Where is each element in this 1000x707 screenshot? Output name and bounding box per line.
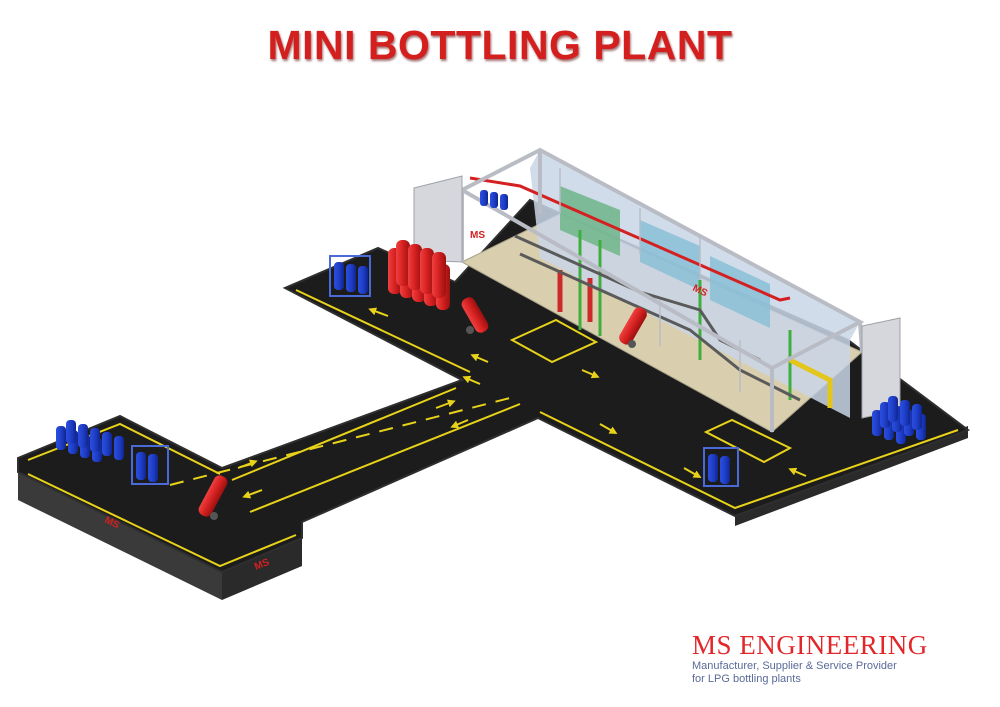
red-cylinder-trolley bbox=[198, 475, 228, 520]
blue-cylinder-cage bbox=[329, 255, 371, 297]
direction-arrow bbox=[683, 467, 702, 478]
lane-line bbox=[231, 387, 457, 481]
platform-side bbox=[18, 470, 222, 600]
direction-arrow bbox=[788, 467, 807, 477]
center-dashed-line bbox=[169, 397, 511, 486]
filling-rail bbox=[519, 252, 801, 402]
page-title: MINI BOTTLING PLANT bbox=[267, 22, 733, 68]
red-cylinder-stack bbox=[388, 240, 450, 310]
direction-arrow bbox=[368, 307, 389, 317]
brand-tagline-line2: for LPG bottling plants bbox=[692, 673, 801, 685]
red-cylinder-trolley bbox=[461, 297, 489, 334]
lane-line bbox=[27, 473, 297, 568]
container-frame bbox=[559, 168, 701, 280]
parking-box bbox=[509, 318, 599, 364]
ms-logo: MS bbox=[470, 230, 485, 241]
parking-box bbox=[703, 418, 793, 464]
lane-line bbox=[295, 289, 471, 373]
blue-cylinder-cluster bbox=[872, 396, 926, 444]
lane-line bbox=[249, 403, 521, 513]
red-cylinder-trolley bbox=[619, 307, 647, 348]
blue-cylinder-cage bbox=[131, 445, 169, 485]
brand-tagline-line1: Manufacturer, Supplier & Service Provide… bbox=[692, 660, 897, 672]
blue-cylinder-cage bbox=[703, 447, 739, 487]
direction-arrow bbox=[581, 369, 600, 379]
ms-logo: MS bbox=[253, 557, 271, 573]
lane-line bbox=[539, 411, 959, 510]
svg-text:MS: MS bbox=[470, 230, 485, 241]
brand-block: MS ENGINEERING Manufacturer, Supplier & … bbox=[692, 630, 992, 686]
container-door bbox=[413, 175, 463, 263]
pipe-yellow bbox=[788, 357, 833, 408]
direction-arrow bbox=[599, 423, 618, 434]
direction-arrow bbox=[470, 353, 489, 363]
direction-arrow bbox=[237, 459, 258, 469]
direction-arrow bbox=[242, 489, 263, 499]
container-shed bbox=[413, 147, 901, 433]
pipe-red bbox=[469, 176, 791, 302]
brand-name: MS ENGINEERING bbox=[692, 630, 928, 660]
svg-text:MS: MS bbox=[253, 557, 271, 573]
platform-side bbox=[222, 538, 302, 600]
blue-cylinder-cluster bbox=[56, 420, 124, 462]
direction-arrow bbox=[450, 419, 469, 429]
blue-cylinder-cluster bbox=[480, 190, 508, 210]
direction-arrow bbox=[462, 375, 481, 385]
direction-arrow bbox=[435, 399, 456, 409]
container-frame bbox=[659, 300, 741, 392]
